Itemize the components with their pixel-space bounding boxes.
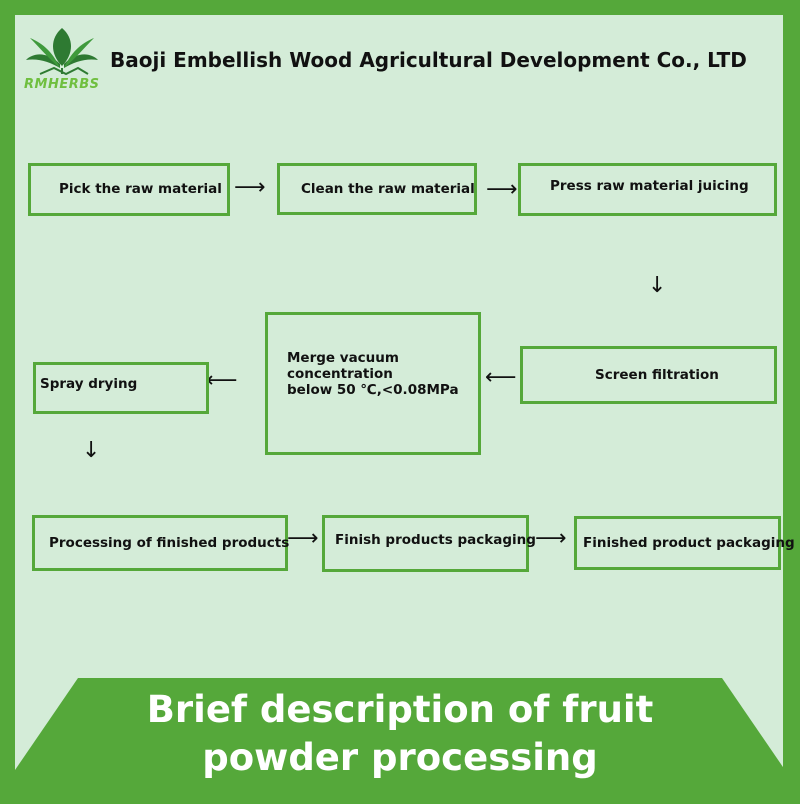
arrow-down-icon: ↓ — [82, 438, 101, 463]
step-finish-packaging: Finish products packaging — [322, 515, 536, 572]
step-finished-product-packaging: Finished product packaging — [574, 516, 795, 570]
step-label: Processing of finished products — [49, 535, 290, 551]
banner-shape — [0, 678, 800, 800]
company-logo: RMHERBS — [20, 24, 104, 96]
step-screen-filtration: Screen filtration — [520, 346, 777, 404]
step-label: Finish products packaging — [335, 532, 536, 548]
step-label: below 50 ℃,<0.08MPa — [287, 382, 459, 398]
step-label: Press raw material juicing — [550, 178, 749, 194]
arrow-down-icon: ↓ — [648, 273, 667, 298]
banner-title-line2: powder processing — [202, 736, 598, 779]
logo-wordmark: RMHERBS — [24, 77, 100, 92]
arrow-left-icon: ⟵ — [206, 368, 238, 393]
arrow-right-icon: ⟶ — [287, 526, 319, 551]
step-vacuum-concentration: Merge vacuum concentration below 50 ℃,<0… — [265, 312, 481, 455]
arrow-left-icon: ⟵ — [485, 365, 517, 390]
title-banner: Brief description of fruit powder proces… — [0, 678, 800, 800]
step-label: Merge vacuum — [287, 350, 399, 366]
step-label: concentration — [287, 366, 393, 382]
step-label: Finished product packaging — [583, 535, 795, 551]
banner-title-line1: Brief description of fruit — [146, 688, 654, 731]
step-label: Pick the raw material — [59, 181, 222, 197]
leaf-icon — [26, 28, 98, 76]
step-label: Spray drying — [40, 376, 138, 392]
step-clean-raw-material: Clean the raw material — [277, 163, 477, 215]
step-label: Screen filtration — [595, 367, 719, 383]
arrow-right-icon: ⟶ — [234, 175, 266, 200]
company-name: Baoji Embellish Wood Agricultural Develo… — [110, 48, 747, 72]
step-spray-drying: Spray drying — [33, 362, 209, 414]
arrow-right-icon: ⟶ — [535, 526, 567, 551]
step-press-juicing: Press raw material juicing — [518, 163, 777, 216]
arrow-right-icon: ⟶ — [486, 177, 518, 202]
step-label: Clean the raw material — [301, 181, 475, 197]
step-processing-finished: Processing of finished products — [32, 515, 290, 571]
step-pick-raw-material: Pick the raw material — [28, 163, 230, 216]
